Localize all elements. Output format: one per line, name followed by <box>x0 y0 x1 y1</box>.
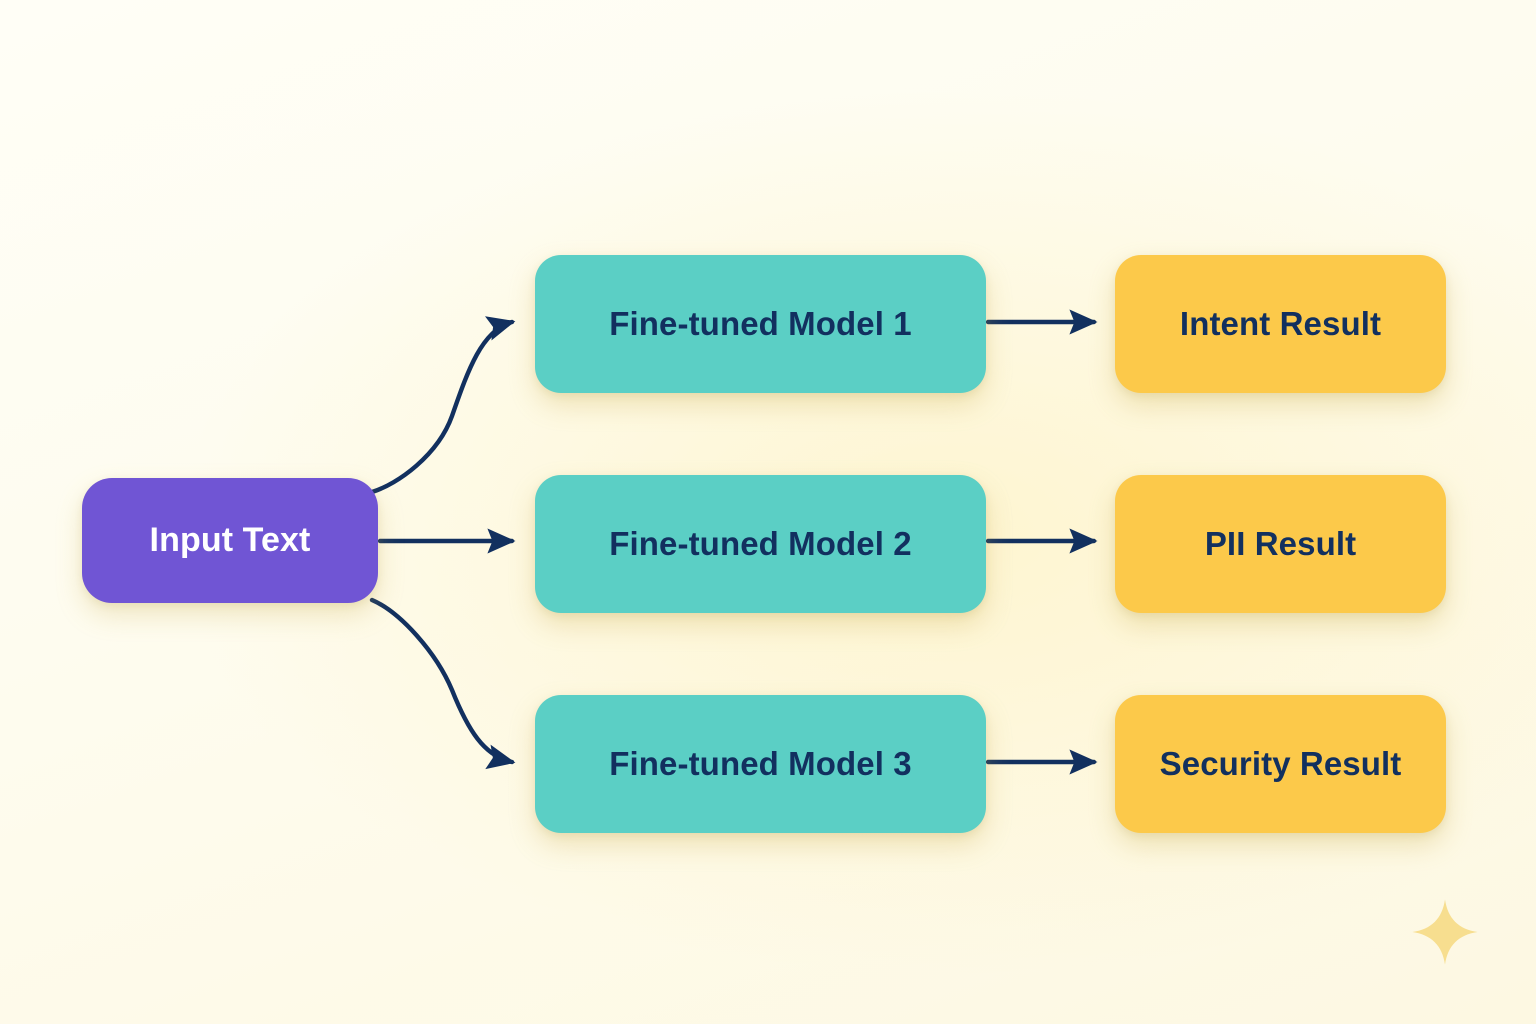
node-pii-result[interactable]: PII Result <box>1115 475 1446 613</box>
node-fine-tuned-model-3-label: Fine-tuned Model 3 <box>609 744 912 782</box>
node-fine-tuned-model-3[interactable]: Fine-tuned Model 3 <box>535 695 986 833</box>
node-input-text[interactable]: Input Text <box>82 478 378 603</box>
node-fine-tuned-model-1-label: Fine-tuned Model 1 <box>609 304 912 342</box>
node-intent-result-label: Intent Result <box>1179 304 1382 342</box>
node-security-result-label: Security Result <box>1159 744 1402 782</box>
sparkle-icon <box>1412 899 1478 965</box>
node-fine-tuned-model-2-label: Fine-tuned Model 2 <box>609 524 912 562</box>
node-fine-tuned-model-2[interactable]: Fine-tuned Model 2 <box>535 475 986 613</box>
node-fine-tuned-model-1[interactable]: Fine-tuned Model 1 <box>535 255 986 393</box>
node-pii-result-label: PII Result <box>1204 524 1357 562</box>
node-input-text-label: Input Text <box>149 520 311 559</box>
edge-input-to-model-1 <box>369 316 516 495</box>
node-intent-result[interactable]: Intent Result <box>1115 255 1446 393</box>
edge-input-to-model-3 <box>369 597 516 770</box>
node-security-result[interactable]: Security Result <box>1115 695 1446 833</box>
